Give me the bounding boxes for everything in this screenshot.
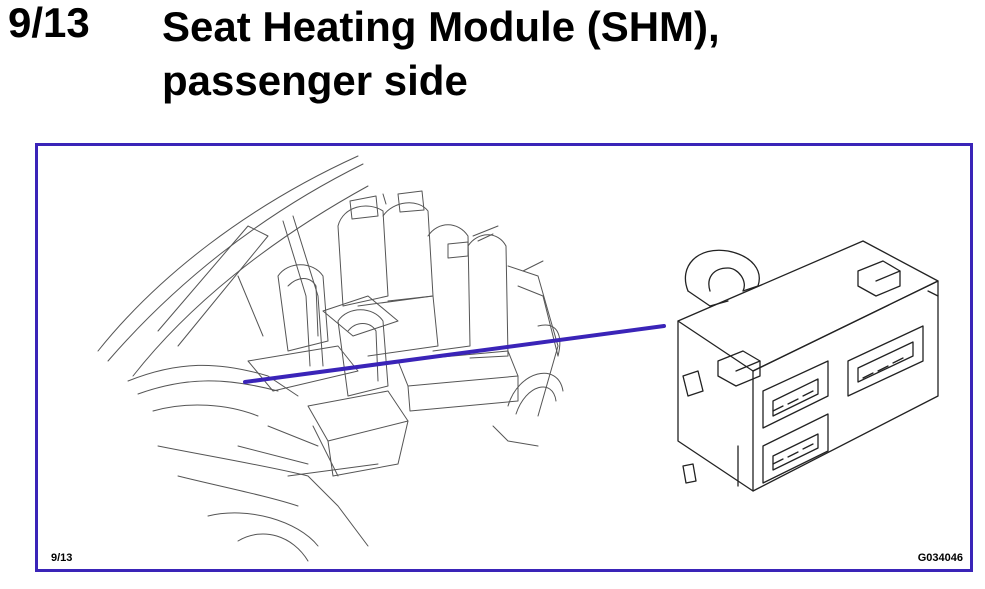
figure-illustration xyxy=(97,155,939,562)
figure-page-ref: 9/13 xyxy=(51,552,73,564)
car-interior-drawing xyxy=(97,155,564,562)
figure-id: G034046 xyxy=(917,552,963,564)
page-title: Seat Heating Module (SHM), passenger sid… xyxy=(162,0,720,108)
title-line-1: Seat Heating Module (SHM), xyxy=(162,3,720,50)
pointer-line xyxy=(243,324,666,384)
figure-frame: 9/13 G034046 xyxy=(35,143,973,572)
title-line-2: passenger side xyxy=(162,57,468,104)
seat-heating-module-drawing xyxy=(677,240,939,492)
section-number: 9/13 xyxy=(8,0,90,46)
